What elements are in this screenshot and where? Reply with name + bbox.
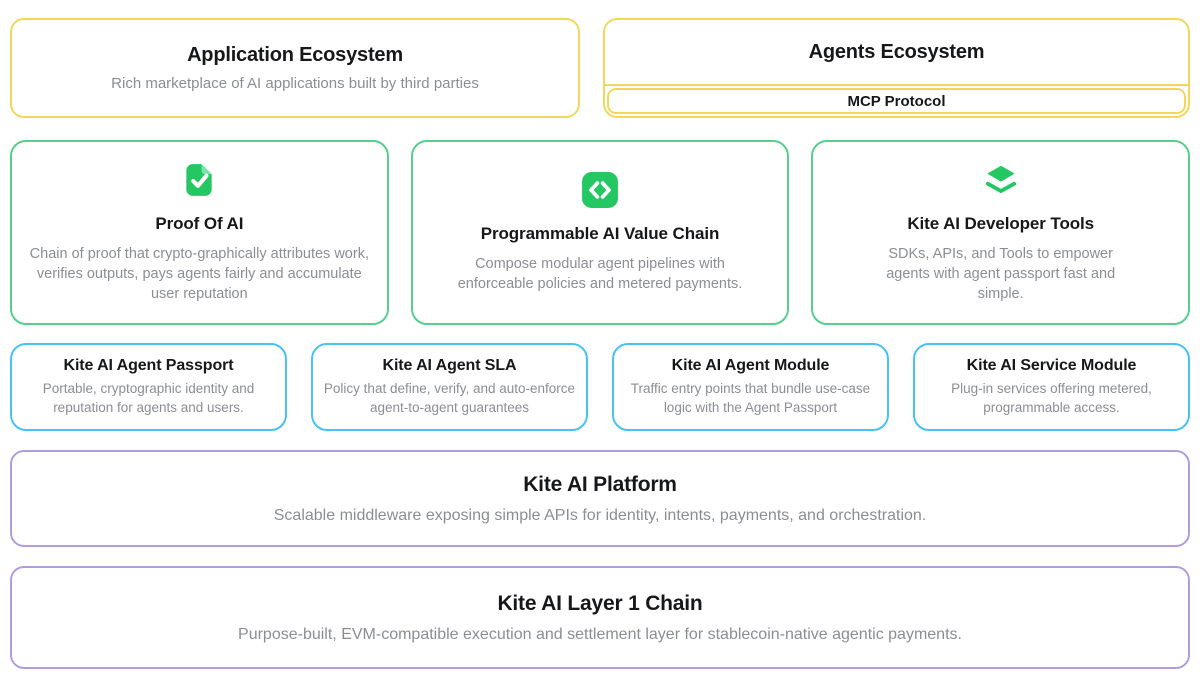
feature-card-row: Proof Of AI Chain of proof that crypto-g… xyxy=(10,140,1191,325)
application-ecosystem-subtitle: Rich marketplace of AI applications buil… xyxy=(111,75,479,92)
module-card-row: Kite AI Agent Passport Portable, cryptog… xyxy=(10,343,1190,431)
agents-ecosystem-title: Agents Ecosystem xyxy=(808,40,985,63)
kite-layer1-chain-band: Kite AI Layer 1 Chain Purpose-built, EVM… xyxy=(10,566,1190,669)
module-card-body: Traffic entry points that bundle use-cas… xyxy=(630,381,871,415)
application-ecosystem-title: Application Ecosystem xyxy=(187,44,403,66)
mcp-protocol-box: MCP Protocol xyxy=(607,88,1186,114)
feature-card-body: Compose modular agent pipelines with enf… xyxy=(457,256,743,292)
module-card-body: Policy that define, verify, and auto-enf… xyxy=(323,381,576,415)
module-card-title: Kite AI Agent SLA xyxy=(382,357,517,375)
module-card-title: Kite AI Agent Module xyxy=(671,357,830,375)
application-ecosystem-box: Application Ecosystem Rich marketplace o… xyxy=(10,18,580,118)
programmable-value-chain-card: Programmable AI Value Chain Compose modu… xyxy=(410,140,790,325)
feature-card-body: Chain of proof that crypto-graphically a… xyxy=(29,246,369,302)
platform-band-title: Kite AI Platform xyxy=(523,472,677,496)
developer-tools-card: Kite AI Developer Tools SDKs, APIs, and … xyxy=(811,140,1191,325)
chain-band-title: Kite AI Layer 1 Chain xyxy=(497,591,703,615)
service-module-card: Kite AI Service Module Plug-in services … xyxy=(913,343,1190,431)
layers-icon xyxy=(985,165,1016,193)
module-card-title: Kite AI Agent Passport xyxy=(63,357,234,375)
module-card-body: Plug-in services offering metered, progr… xyxy=(951,381,1152,415)
agent-module-card: Kite AI Agent Module Traffic entry point… xyxy=(612,343,889,431)
agent-sla-card: Kite AI Agent SLA Policy that define, ve… xyxy=(311,343,588,431)
module-card-body: Portable, cryptographic identity and rep… xyxy=(42,381,255,415)
code-icon xyxy=(582,172,618,208)
feature-card-body: SDKs, APIs, and Tools to empower agents … xyxy=(886,246,1116,302)
agents-ecosystem-box: Agents Ecosystem MCP Protocol xyxy=(603,18,1190,118)
mcp-protocol-section: MCP Protocol xyxy=(605,84,1188,116)
module-card-title: Kite AI Service Module xyxy=(966,357,1137,375)
feature-card-title: Proof Of AI xyxy=(155,214,244,233)
chain-band-subtitle: Purpose-built, EVM-compatible execution … xyxy=(238,625,962,643)
kite-platform-band: Kite AI Platform Scalable middleware exp… xyxy=(10,450,1190,547)
check-file-icon xyxy=(186,164,212,196)
feature-card-title: Kite AI Developer Tools xyxy=(907,214,1094,233)
agent-passport-card: Kite AI Agent Passport Portable, cryptog… xyxy=(10,343,287,431)
proof-of-ai-card: Proof Of AI Chain of proof that crypto-g… xyxy=(10,140,389,325)
feature-card-title: Programmable AI Value Chain xyxy=(480,224,720,243)
platform-band-subtitle: Scalable middleware exposing simple APIs… xyxy=(273,506,927,524)
ecosystem-row: Application Ecosystem Rich marketplace o… xyxy=(10,18,1190,118)
